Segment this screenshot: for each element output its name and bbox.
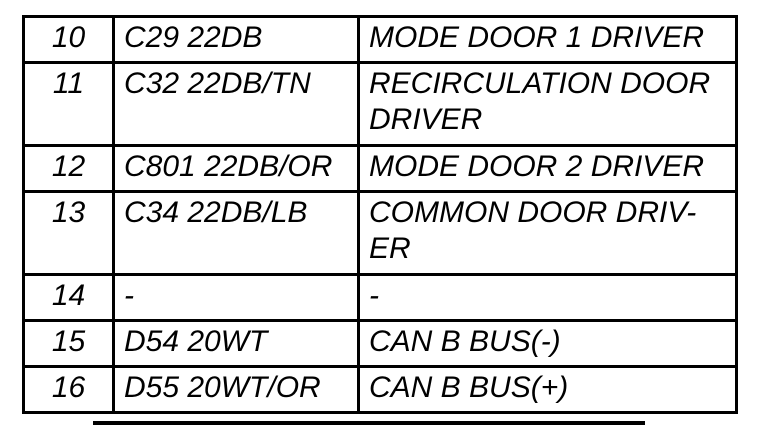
pin-cell: 10 [22,15,115,64]
pinout-table: 10 C29 22DB MODE DOOR 1 DRIVER 11 C32 22… [22,15,738,414]
description-cell: CAN B BUS(-) [357,319,738,368]
table-row: 15 D54 20WT CAN B BUS(-) [22,319,738,368]
table-row: 11 C32 22DB/TN RECIRCULATION DOOR DRIVER [22,61,738,147]
pin-cell: 12 [22,144,115,193]
wire-cell: C32 22DB/TN [112,61,360,147]
wire-cell: C29 22DB [112,15,360,64]
description-cell: MODE DOOR 2 DRIVER [357,144,738,193]
wire-cell: D55 20WT/OR [112,365,360,414]
wire-cell: C801 22DB/OR [112,144,360,193]
wire-cell: D54 20WT [112,319,360,368]
description-cell: - [357,273,738,322]
separator-line [93,421,645,425]
description-cell: MODE DOOR 1 DRIVER [357,15,738,64]
table-row: 14 - - [22,273,738,322]
wire-cell: - [112,273,360,322]
description-cell: RECIRCULATION DOOR DRIVER [357,61,738,147]
pin-cell: 15 [22,319,115,368]
description-cell: COMMON DOOR DRIV- ER [357,190,738,276]
pin-cell: 16 [22,365,115,414]
table-row: 16 D55 20WT/OR CAN B BUS(+) [22,365,738,414]
wire-cell: C34 22DB/LB [112,190,360,276]
table-row: 12 C801 22DB/OR MODE DOOR 2 DRIVER [22,144,738,193]
table-row: 10 C29 22DB MODE DOOR 1 DRIVER [22,15,738,64]
pin-cell: 11 [22,61,115,147]
pin-cell: 13 [22,190,115,276]
description-cell: CAN B BUS(+) [357,365,738,414]
table-row: 13 C34 22DB/LB COMMON DOOR DRIV- ER [22,190,738,276]
pin-cell: 14 [22,273,115,322]
